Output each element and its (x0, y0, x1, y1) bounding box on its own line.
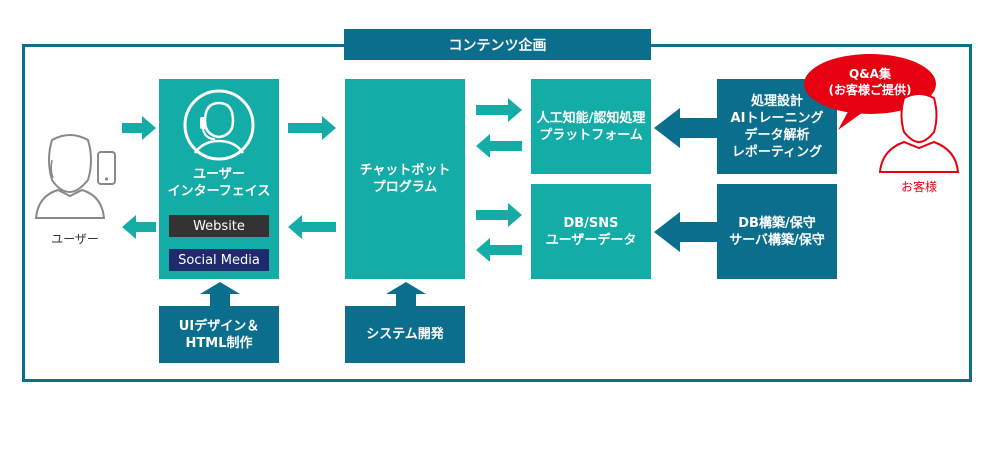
arrow-ui-to-chatbot (288, 116, 336, 140)
ai-platform-box: 人工知能/認知処理プラットフォーム (531, 79, 651, 174)
customer-label: お客様 (900, 180, 937, 194)
arrow-processing-to-ai (654, 108, 718, 148)
operator-headset-icon (183, 89, 255, 161)
chatbot-program-box: チャットボットプログラム (345, 79, 465, 279)
arrow-ui-to-user (122, 215, 156, 239)
db-server-build-box: DB構築/保守サーバ構築/保守 (717, 184, 837, 279)
content-planning-title: コンテンツ企画 (344, 29, 651, 60)
arrow-user-to-ui (122, 116, 156, 140)
system-development-box: システム開発 (345, 306, 465, 363)
arrow-db-to-chatbot (476, 238, 522, 262)
user-interface-box: ユーザーインターフェイス Website Social Media (159, 79, 279, 279)
arrow-uidesign-to-ui (200, 282, 240, 308)
arrow-dbbuild-to-db (654, 212, 718, 252)
qa-speech-bubble-text: Q&A集(お客様ご提供) (828, 67, 912, 97)
user-interface-title: ユーザーインターフェイス (167, 167, 271, 199)
ui-design-box: UIデザイン＆HTML制作 (159, 306, 279, 363)
user-with-phone-icon (34, 134, 116, 219)
arrow-sysdev-to-chatbot (386, 282, 426, 308)
arrow-chatbot-to-ui (288, 215, 336, 239)
website-badge: Website (169, 215, 269, 237)
social-media-badge: Social Media (169, 249, 269, 271)
arrow-chatbot-to-db (476, 203, 522, 227)
arrow-chatbot-to-ai (476, 98, 522, 122)
arrow-ai-to-chatbot (476, 134, 522, 158)
customer-icon (878, 93, 960, 173)
user-label: ユーザー (51, 232, 99, 246)
